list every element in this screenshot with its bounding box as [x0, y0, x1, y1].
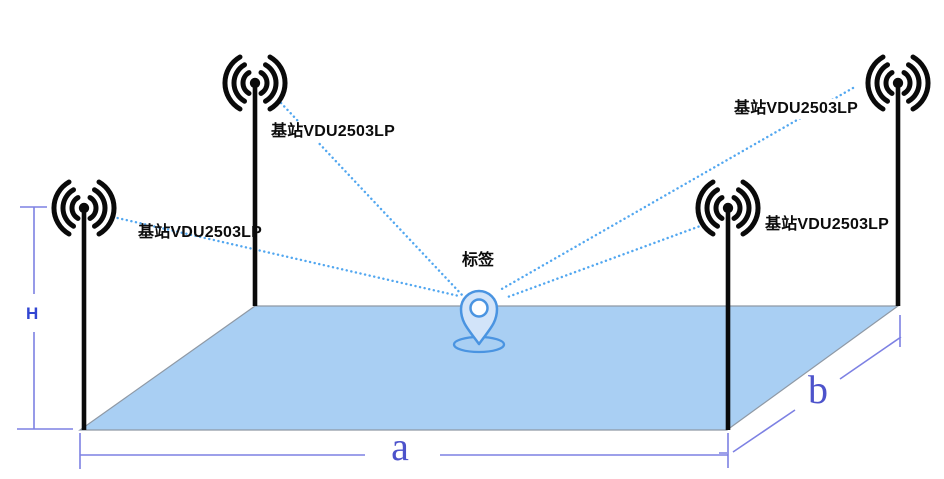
ranging-link-front-left [111, 215, 461, 298]
pin-hole [469, 298, 489, 318]
dimension-a-label: a [391, 424, 409, 469]
dimension-a-line [79, 433, 729, 469]
tag-label: 标签 [462, 252, 495, 269]
dimension-h-line [17, 206, 73, 430]
station-label-back-right: 基站VDU2503LP [733, 99, 860, 119]
station-label-front-left: 基站VDU2503LP [138, 224, 263, 241]
tag-pin-icon [452, 289, 506, 354]
dimension-b-label: b [808, 367, 828, 412]
dimension-b-line [732, 315, 902, 453]
station-label-front-right: 基站VDU2503LP [765, 216, 890, 233]
station-label-back-left: 基站VDU2503LP [270, 122, 397, 142]
ranging-link-back-left [279, 101, 465, 298]
ranging-link-front-right [503, 223, 705, 300]
dimension-h-label: H [26, 304, 39, 323]
ranging-link-back-right [498, 86, 855, 292]
